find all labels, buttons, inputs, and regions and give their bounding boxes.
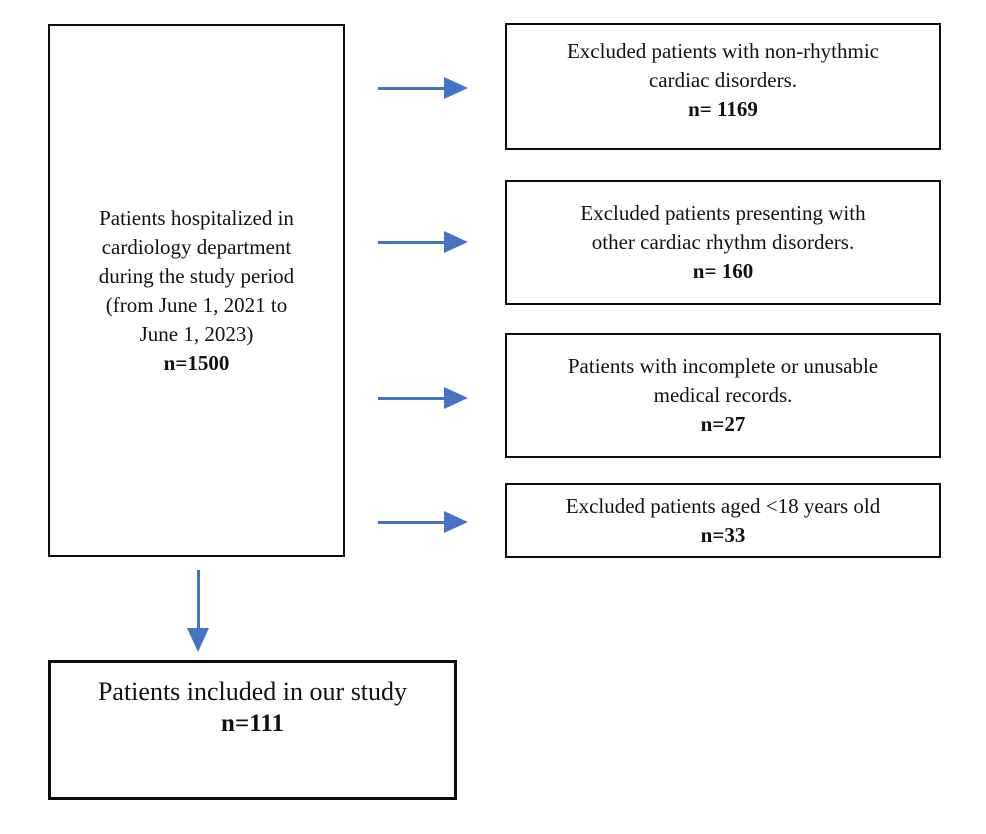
exclusion-box-text-line: cardiac disorders. xyxy=(648,68,798,92)
main-box-text-line: during the study period xyxy=(98,263,295,288)
arrow-head xyxy=(444,77,468,99)
arrow-head xyxy=(444,511,468,533)
right-arrow-icon xyxy=(378,511,468,533)
exclusion-box-incomplete-records: Patients with incomplete or unusable med… xyxy=(505,333,941,458)
exclusion-box-other-rhythm: Excluded patients presenting with other … xyxy=(505,180,941,305)
main-population-box: Patients hospitalized in cardiology depa… xyxy=(48,24,345,557)
right-arrow-icon xyxy=(378,231,468,253)
exclusion-box-count: n=33 xyxy=(700,522,746,547)
main-box-text-line: Patients hospitalized in xyxy=(99,205,294,230)
exclusion-box-under-18: Excluded patients aged <18 years old n=3… xyxy=(505,483,941,558)
arrow-head xyxy=(444,231,468,253)
arrow-shaft xyxy=(378,87,446,90)
main-box-count: n=1500 xyxy=(163,350,230,375)
exclusion-box-text-line: Excluded patients presenting with xyxy=(580,201,866,225)
included-box-count: n=111 xyxy=(221,710,284,737)
exclusion-box-text-line: Excluded patients aged <18 years old xyxy=(565,493,881,518)
arrow-shaft xyxy=(378,521,446,524)
main-box-text-line: June 1, 2023) xyxy=(139,321,254,346)
down-arrow-icon xyxy=(187,570,209,652)
exclusion-box-text-line: Excluded patients with non-rhythmic xyxy=(566,39,880,63)
exclusion-box-count: n= 160 xyxy=(692,259,754,283)
arrow-shaft xyxy=(197,570,200,630)
arrow-shaft xyxy=(378,397,446,400)
arrow-head xyxy=(444,387,468,409)
included-box-text-line: Patients included in our study xyxy=(97,677,408,706)
arrow-shaft xyxy=(378,241,446,244)
exclusion-box-count: n=27 xyxy=(700,412,746,436)
right-arrow-icon xyxy=(378,77,468,99)
main-box-text-line: (from June 1, 2021 to xyxy=(105,292,288,317)
exclusion-box-text-line: Patients with incomplete or unusable xyxy=(567,354,879,378)
right-arrow-icon xyxy=(378,387,468,409)
exclusion-box-count: n= 1169 xyxy=(688,97,758,121)
arrow-head xyxy=(187,628,209,652)
exclusion-box-text-line: other cardiac rhythm disorders. xyxy=(591,230,855,254)
exclusion-box-text-line: medical records. xyxy=(653,383,793,407)
main-box-text-line: cardiology department xyxy=(101,234,292,259)
exclusion-box-non-rhythmic: Excluded patients with non-rhythmic card… xyxy=(505,23,941,150)
included-patients-box: Patients included in our study n=111 xyxy=(48,660,457,800)
